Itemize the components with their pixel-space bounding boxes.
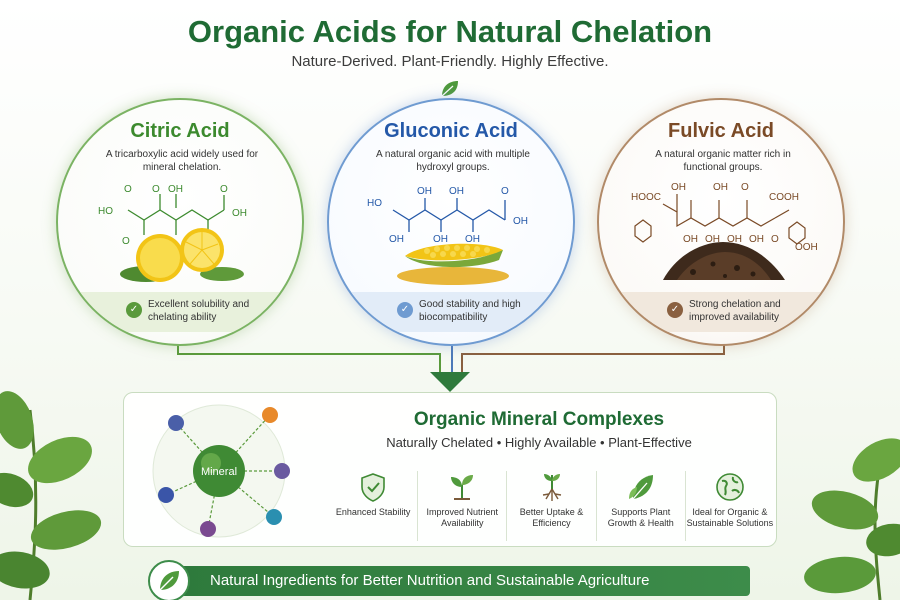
acid-description: A natural organic acid with multiple hyd… bbox=[376, 149, 530, 173]
leaf-icon bbox=[159, 571, 179, 591]
feature-item: Ideal for Organic & Sustainable Solution… bbox=[684, 471, 774, 541]
shield-check-icon bbox=[361, 473, 385, 502]
page-subtitle: Nature-Derived. Plant-Friendly. Highly E… bbox=[291, 53, 609, 70]
right-plant-decoration bbox=[804, 438, 900, 600]
feature-label: Better Uptake & Efficiency bbox=[519, 507, 584, 528]
fulvic-acid-card: Fulvic Acid A natural organic matter ric… bbox=[597, 98, 845, 346]
structure-label: HO bbox=[98, 206, 113, 217]
ligand-node bbox=[274, 463, 290, 479]
check-icon: ✓ bbox=[667, 302, 683, 318]
structure-label: O bbox=[741, 182, 749, 193]
structure-label: OH bbox=[749, 234, 764, 245]
benefit-text: Strong chelation and improved availabili… bbox=[689, 299, 781, 323]
benefit-text: Good stability and high biocompatibility bbox=[419, 299, 521, 323]
structure-label: OH bbox=[449, 186, 464, 197]
structure-label: O bbox=[122, 236, 130, 247]
roots-icon bbox=[542, 474, 561, 501]
structure-label: OH bbox=[727, 234, 742, 245]
feature-item: Enhanced Stability bbox=[329, 471, 417, 541]
leaves-icon bbox=[628, 475, 653, 500]
structure-label: OH bbox=[433, 234, 448, 245]
mineral-label: Mineral bbox=[201, 466, 237, 478]
feature-item: Improved Nutrient Availability bbox=[417, 471, 506, 541]
ligand-node bbox=[262, 407, 278, 423]
left-plant-decoration bbox=[0, 391, 102, 600]
structure-label: OH bbox=[683, 234, 698, 245]
structure-label: OH bbox=[513, 216, 528, 227]
acid-name: Citric Acid bbox=[130, 120, 230, 142]
benefit-band: ✓ Good stability and high biocompatibili… bbox=[329, 292, 573, 332]
structure-label: O bbox=[220, 184, 228, 195]
structure-label: OH bbox=[713, 182, 728, 193]
globe-leaf-icon bbox=[716, 473, 744, 501]
organic-mineral-complex-panel: Mineral Organic Mineral Complexes Natura… bbox=[123, 392, 777, 547]
structure-label: OH bbox=[705, 234, 720, 245]
structure-label: OH bbox=[671, 182, 686, 193]
feature-label: Supports Plant Growth & Health bbox=[607, 507, 674, 528]
ligand-node bbox=[158, 487, 174, 503]
structure-label: OH bbox=[417, 186, 432, 197]
acid-description: A tricarboxylic acid widely used for min… bbox=[105, 149, 259, 173]
benefit-band: ✓ Excellent solubility and chelating abi… bbox=[58, 292, 302, 332]
structure-label: OH bbox=[232, 208, 247, 219]
fulvic-acid-structure: HOOC OH OH COOH O OH OH OH OH O OOH bbox=[631, 182, 818, 250]
seedling-icon bbox=[451, 475, 474, 500]
lemon-image bbox=[120, 228, 244, 282]
structure-label: HOOC bbox=[631, 192, 661, 203]
citric-acid-card: Citric Acid A tricarboxylic acid widely … bbox=[56, 98, 304, 346]
complex-title: Organic Mineral Complexes bbox=[413, 409, 665, 430]
structure-label: OOH bbox=[795, 242, 818, 250]
acid-name: Fulvic Acid bbox=[668, 120, 774, 142]
feature-item: Better Uptake & Efficiency bbox=[506, 471, 595, 541]
structure-label: OH bbox=[168, 184, 183, 195]
feature-label: Ideal for Organic & Sustainable Solution… bbox=[686, 507, 774, 528]
ligand-node bbox=[266, 509, 282, 525]
feature-list: Enhanced Stability Improved Nutrient Ava… bbox=[329, 471, 774, 541]
feature-label: Enhanced Stability bbox=[335, 507, 411, 517]
structure-label: HO bbox=[367, 198, 382, 209]
gluconic-acid-structure: HO OH OH O OH OH OH OH bbox=[367, 186, 528, 245]
structure-label: OH bbox=[465, 234, 480, 245]
soil-image bbox=[663, 242, 785, 280]
acid-description: A natural organic matter rich in functio… bbox=[655, 149, 791, 173]
structure-label: OH bbox=[389, 234, 404, 245]
structure-label: O bbox=[124, 184, 132, 195]
benefit-text: Excellent solubility and chelating abili… bbox=[148, 299, 250, 323]
footer-badge bbox=[148, 560, 190, 600]
acid-name: Gluconic Acid bbox=[384, 120, 518, 142]
footer-banner: Natural Ingredients for Better Nutrition… bbox=[176, 566, 750, 596]
check-icon: ✓ bbox=[126, 302, 142, 318]
gluconic-acid-card: Gluconic Acid A natural organic acid wit… bbox=[327, 98, 575, 346]
ligand-node bbox=[200, 521, 216, 537]
structure-label: COOH bbox=[769, 192, 799, 203]
corn-image bbox=[397, 243, 509, 285]
structure-label: O bbox=[501, 186, 509, 197]
structure-label: O bbox=[771, 234, 779, 245]
feature-item: Supports Plant Growth & Health bbox=[595, 471, 685, 541]
complex-subtitle: Naturally Chelated • Highly Available • … bbox=[386, 435, 692, 450]
leaf-icon bbox=[441, 81, 458, 97]
mineral-complex-diagram: Mineral bbox=[152, 404, 290, 538]
structure-label: O bbox=[152, 184, 160, 195]
benefit-band: ✓ Strong chelation and improved availabi… bbox=[599, 292, 843, 332]
ligand-node bbox=[168, 415, 184, 431]
page-title: Organic Acids for Natural Chelation bbox=[187, 14, 713, 49]
feature-label: Improved Nutrient Availability bbox=[426, 507, 499, 528]
check-icon: ✓ bbox=[397, 302, 413, 318]
